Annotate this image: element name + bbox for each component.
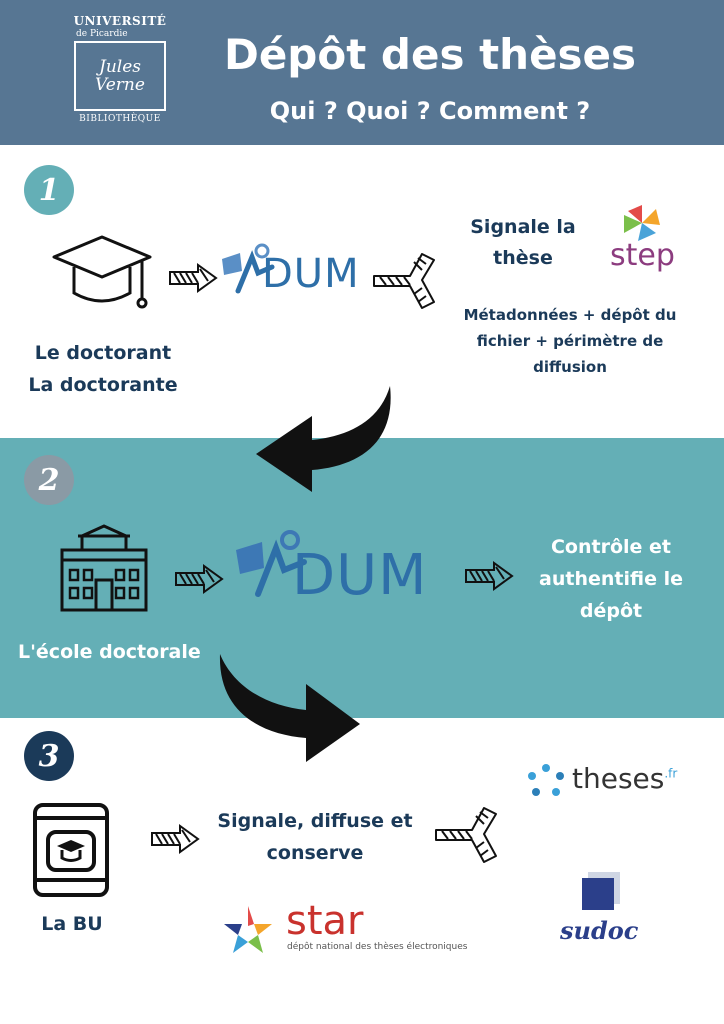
- arrow-left-icon: [373, 253, 435, 309]
- graduation-cap-icon: [52, 235, 152, 309]
- theses-fr-logo: theses.fr: [572, 762, 677, 795]
- page-title: Dépôt des thèses: [223, 30, 637, 79]
- step-2-action: Contrôle et authentifie le dépôt: [530, 531, 692, 627]
- header-banner: [0, 0, 724, 145]
- logo-library: BIBLIOTHÈQUE: [79, 114, 161, 124]
- arrow-right-icon: [169, 263, 218, 293]
- arrow-right-icon-3: [465, 561, 514, 591]
- star-tagline: dépôt national des thèses électroniques: [287, 942, 468, 952]
- logo-university: UNIVERSITÉ: [73, 14, 167, 28]
- step-1-details: Métadonnées + dépôt du fichier + périmèt…: [452, 302, 688, 380]
- page-subtitle: Qui ? Quoi ? Comment ?: [269, 97, 591, 125]
- step-1-action-line1: Signale la: [470, 216, 576, 238]
- theses-fr-logo-icon: [528, 764, 564, 796]
- step-2-action-line1: Contrôle et: [550, 536, 671, 558]
- book-icon: [33, 803, 109, 897]
- school-building-icon: [60, 524, 148, 612]
- step-2-actor: L'école doctorale: [18, 641, 201, 663]
- sudoc-logo: sudoc: [560, 916, 639, 945]
- theses-logo-suffix: .fr: [664, 766, 678, 781]
- theses-logo-text: theses: [572, 762, 665, 795]
- step-1-details-line1: Métadonnées + dépôt du: [463, 306, 677, 324]
- step-1-action-line2: thèse: [493, 247, 553, 269]
- adum-logo-mark: [222, 243, 275, 294]
- step-1-action: Signale la thèse: [455, 212, 591, 274]
- step-3-action-line2: conserve: [266, 842, 364, 864]
- step-2-action-line3: dépôt: [579, 600, 643, 622]
- curved-arrow-down-right-icon: [219, 654, 360, 762]
- star-logo-icon: [224, 906, 272, 953]
- step-logo-text: step: [610, 238, 675, 273]
- step-3-action: Signale, diffuse et conserve: [212, 805, 418, 869]
- step-2-badge: 2: [24, 455, 74, 505]
- step-3-action-line1: Signale, diffuse et: [217, 810, 413, 832]
- logo-picardie: de Picardie: [76, 29, 128, 39]
- step-2-action-line2: authentifie le: [539, 568, 683, 590]
- adum-logo-1: DUM: [262, 251, 360, 297]
- sudoc-logo-icon: [582, 872, 620, 910]
- star-logo: star: [286, 898, 364, 944]
- step-1-actor: Le doctorant La doctorante: [20, 337, 186, 401]
- arrow-right-icon-4: [151, 824, 200, 854]
- adum-logo-2: DUM: [292, 543, 428, 608]
- logo-script: Jules Verne: [74, 41, 166, 111]
- step-3-badge: 3: [24, 731, 74, 781]
- curved-arrow-down-left-icon: [256, 386, 391, 492]
- arrow-left-icon-2: [435, 807, 497, 863]
- step-logo-icon: [624, 205, 660, 241]
- step-1-details-line2: fichier + périmètre de: [476, 332, 664, 350]
- university-logo: UNIVERSITÉ de Picardie Jules Verne BIBLI…: [72, 14, 168, 132]
- step-3-actor: La BU: [41, 913, 103, 935]
- step-1-badge: 1: [24, 165, 74, 215]
- step-1-actor-line2: La doctorante: [28, 374, 178, 396]
- arrow-right-icon-2: [175, 564, 224, 594]
- step-2-band: [0, 438, 724, 718]
- step-1-actor-line1: Le doctorant: [34, 342, 172, 364]
- step-1-details-line3: diffusion: [533, 358, 607, 376]
- adum-logo-mark-2: [236, 530, 307, 597]
